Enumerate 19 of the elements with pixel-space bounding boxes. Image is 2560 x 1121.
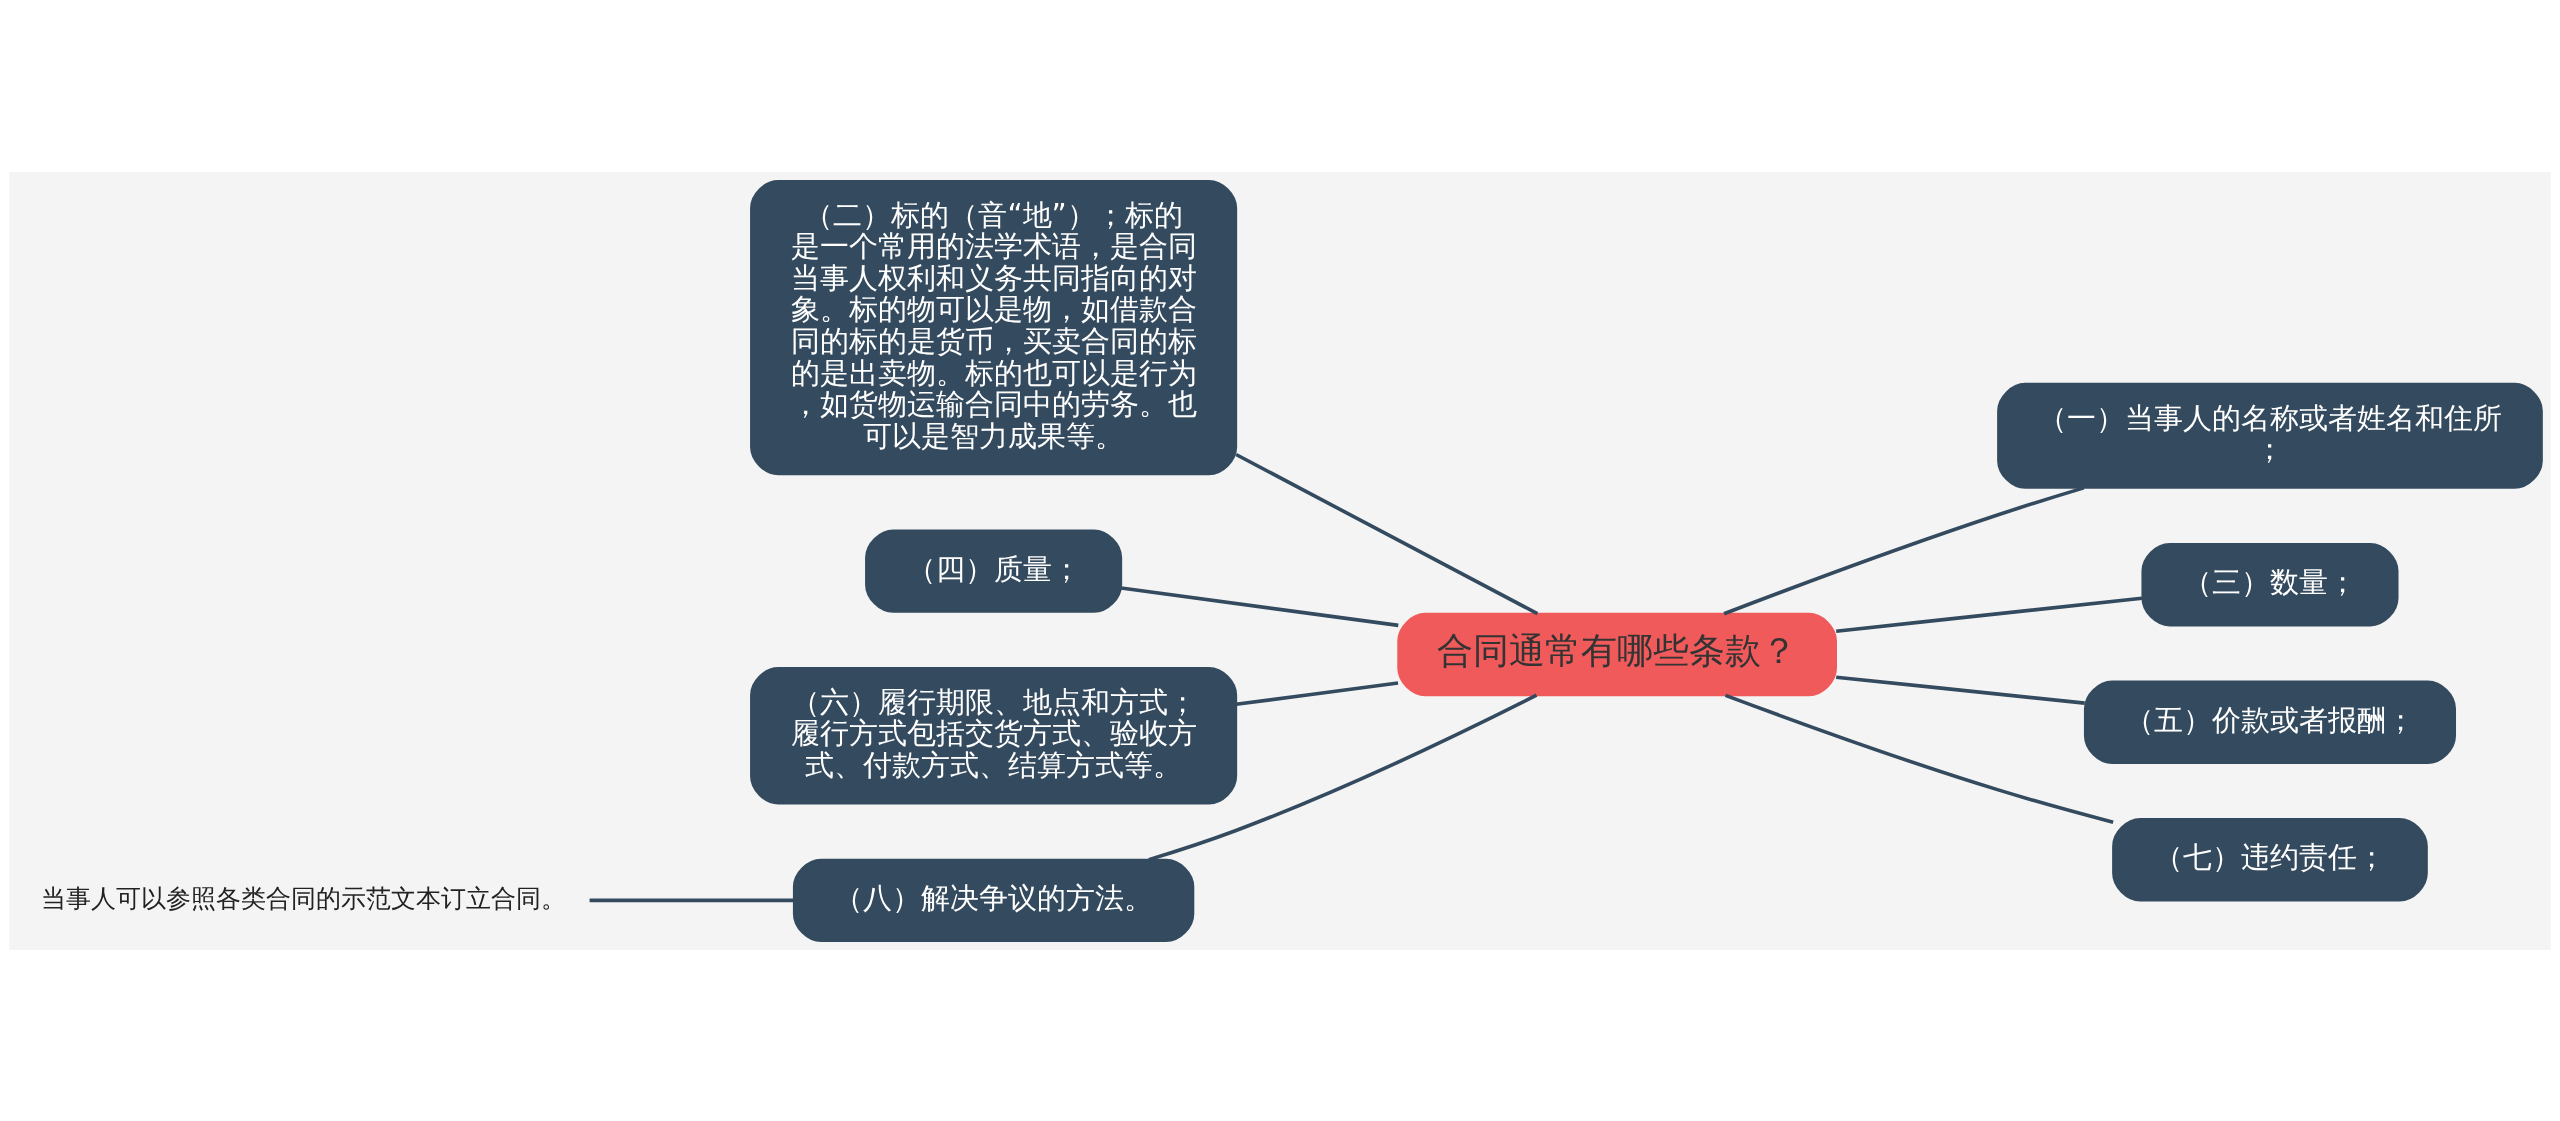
node-box: 合同通常有哪些条款？	[1397, 612, 1837, 696]
connector	[1148, 693, 1538, 861]
node-box: （三）数量；	[2141, 542, 2399, 626]
node-text: 当事人可以参照各类合同的示范文本订立合同。	[41, 883, 567, 913]
node-box: （六）履行期限、地点和方式；履行方式包括交货方式、验收方式、付款方式、结算方式等。	[750, 666, 1238, 805]
connector	[1836, 674, 2085, 705]
connector	[1235, 452, 1539, 615]
node-box: （七）违约责任；	[2112, 817, 2428, 901]
connector	[1120, 585, 1399, 627]
node-box: （四）质量；	[865, 528, 1123, 613]
connector	[1724, 693, 2114, 824]
connector	[1235, 680, 1399, 706]
connector	[1835, 595, 2143, 633]
connector	[1723, 485, 2085, 615]
node-box: （二）标的（音“地”）；标的是一个常用的法学术语，是合同当事人权利和义务共同指向的对象。标的物可以是物，如借款合同的标的是货币，买卖合同的标的是出卖物。标的也可以是行为，如货物运输合同中的劳务。也可以是智力成果等。	[750, 179, 1238, 475]
node-box: （五）价款或者报酬；	[2083, 680, 2456, 764]
node-box: （八）解决争议的方法。	[792, 858, 1195, 942]
connector	[589, 898, 794, 902]
node-box: （一）当事人的名称或者姓名和住所；	[1997, 382, 2543, 489]
